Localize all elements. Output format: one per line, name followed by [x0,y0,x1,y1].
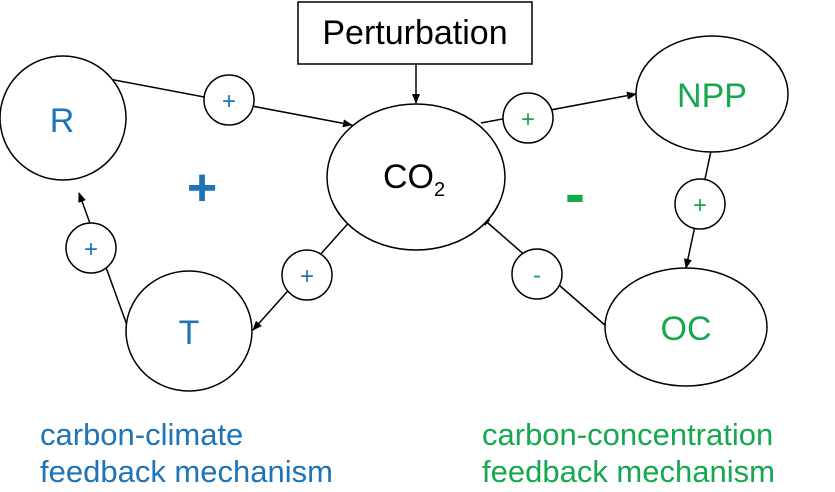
caption-carbon-climate: carbon-climate feedback mechanism [40,416,333,490]
node-oc: OC [604,267,768,387]
sign-oc-to-co2-label: - [533,262,541,289]
r-label: R [50,102,75,140]
perturbation-box: Perturbation [297,1,533,65]
t-label: T [179,314,200,352]
sign-npp-to-oc-label: + [693,192,707,219]
caption-left-line1: carbon-climate [40,417,244,452]
sign-co2-to-t-label: + [300,263,314,290]
sign-npp-to-oc: + [674,178,726,230]
perturbation-label: Perturbation [322,14,507,52]
sign-r-to-co2-label: + [222,88,236,115]
sign-oc-to-co2: - [511,248,563,300]
caption-right-line2: feedback mechanism [482,454,775,489]
sign-t-to-r-label: + [84,236,98,263]
sign-co2-to-npp-label: + [521,106,535,133]
node-t: T [125,270,253,392]
npp-label: NPP [677,77,747,115]
sign-co2-to-t: + [281,249,333,301]
co2-label: CO2 [383,158,445,201]
node-co2: CO2 [326,103,506,251]
node-npp: NPP [635,35,789,153]
sign-r-to-co2: + [203,74,255,126]
loop-sign-right: - [565,160,585,227]
loop-sign-left: + [187,159,217,217]
caption-carbon-concentration: carbon-concentration feedback mechanism [482,416,775,490]
co2-subscript: 2 [434,179,445,201]
sign-co2-to-npp: + [502,92,554,144]
sign-t-to-r: + [65,222,117,274]
caption-left-line2: feedback mechanism [40,454,333,489]
oc-label: OC [661,310,712,348]
node-r: R [0,55,127,181]
caption-right-line1: carbon-concentration [482,417,774,452]
co2-main: CO [383,158,434,196]
